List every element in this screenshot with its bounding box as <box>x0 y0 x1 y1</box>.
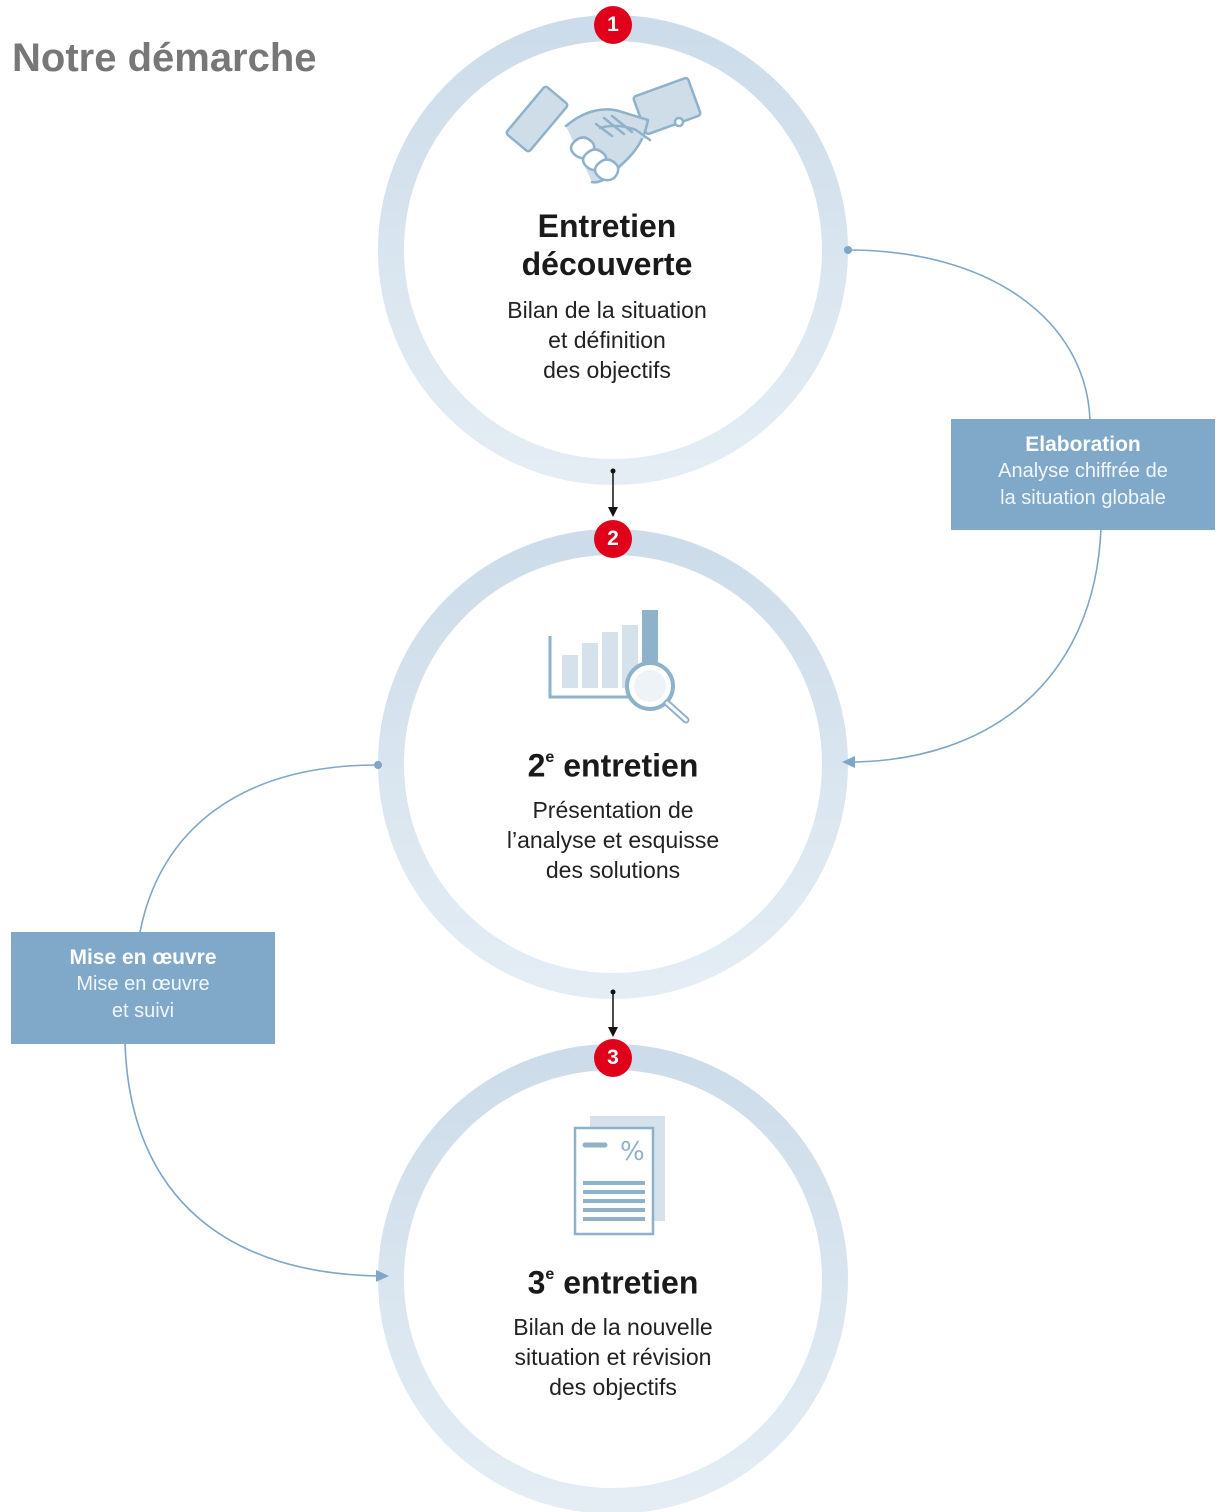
elaboration-line: la situation globale <box>1000 487 1166 509</box>
handshake-icon <box>505 76 702 184</box>
step-2-title: 2e entretien <box>423 742 803 785</box>
step-3-desc-line: des objectifs <box>549 1373 677 1400</box>
bar-chart-magnifier-icon <box>548 610 690 724</box>
step-1-desc-line: des objectifs <box>543 357 671 383</box>
step-1-desc-line: et définition <box>548 327 666 353</box>
step-3-text: 3e entretien Bilan de la nouvelle situat… <box>423 1259 803 1402</box>
step-2-title-content: 2e entretien <box>527 747 699 784</box>
page-title: Notre démarche <box>12 36 317 80</box>
step-3-desc-line: Bilan de la nouvelle <box>513 1313 713 1340</box>
step-1-title: Entretien découverte <box>417 207 797 283</box>
arrow-1-to-2 <box>608 468 618 517</box>
step-2-title-sup: e <box>545 749 555 766</box>
step-1-description: Bilan de la situation et définition des … <box>417 295 797 385</box>
implementation-line: et suivi <box>111 1000 175 1022</box>
implementation-connector <box>124 761 389 1282</box>
step-1-badge: 1 <box>594 6 632 44</box>
step-1-text: Entretien découverte Bilan de la situati… <box>417 207 797 385</box>
elaboration-connector <box>842 246 1102 768</box>
step-3-title: 3e entretien <box>423 1259 803 1302</box>
step-3-title-sup: e <box>545 1266 555 1283</box>
arrow-2-to-3 <box>608 989 618 1037</box>
step-3-badge: 3 <box>594 1039 632 1077</box>
step-2-badge: 2 <box>594 520 632 558</box>
step-2-desc-line: des solutions <box>545 856 681 883</box>
step-2-desc-line: Présentation de <box>532 796 694 823</box>
elaboration-box: Elaboration Analyse chiffrée de la situa… <box>951 419 1215 530</box>
elaboration-title: Elaboration <box>1025 433 1141 456</box>
step-1-title-line: découverte <box>521 246 693 282</box>
elaboration-line: Analyse chiffrée de <box>998 460 1168 482</box>
percent-document-icon: % <box>573 1116 665 1236</box>
step-1-desc-line: Bilan de la situation <box>507 297 707 323</box>
svg-text:%: % <box>620 1137 645 1167</box>
step-2-description: Présentation de l’analyse et esquisse de… <box>423 795 803 885</box>
implementation-line: Mise en œuvre <box>76 973 210 995</box>
step-3-title-content: 3e entretien <box>527 1264 699 1301</box>
step-2-desc-line: l’analyse et esquisse <box>506 826 720 853</box>
step-2-text: 2e entretien Présentation de l’analyse e… <box>423 742 803 885</box>
step-3-description: Bilan de la nouvelle situation et révisi… <box>423 1312 803 1402</box>
implementation-title: Mise en œuvre <box>69 946 217 969</box>
step-3-desc-line: situation et révision <box>514 1343 712 1370</box>
implementation-box: Mise en œuvre Mise en œuvre et suivi <box>11 932 275 1044</box>
step-1-title-line: Entretien <box>537 208 677 244</box>
